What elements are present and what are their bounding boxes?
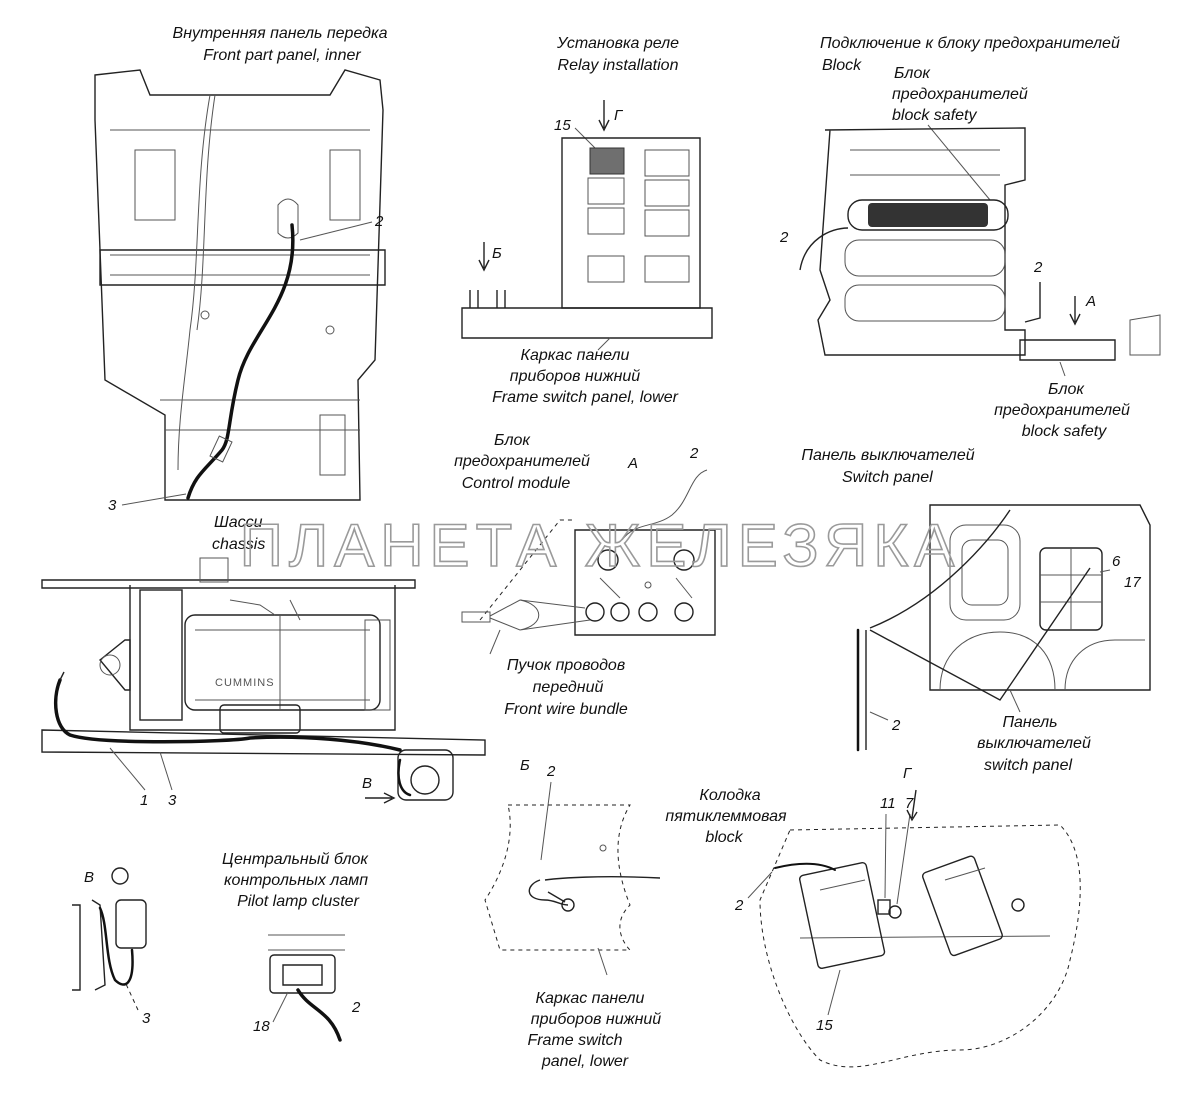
pilot-lamp-view: Центральный блок контрольных ламп Pilot … [222,851,369,1042]
relay-caption-ru: Установка реле [556,35,679,52]
control-caption-ru1: Блок [494,432,531,449]
engine-label: CUMMINS [215,677,275,689]
callout-7: 7 [905,795,914,812]
switch-panel-caption-ru: Панель выключателей [801,447,974,464]
frame-lower2-caption-en2: panel, lower [541,1053,629,1070]
pilot-caption-ru1: Центральный блок [222,851,369,868]
five-terminal-block-view: Колодка пятиклеммовая block 2 11 Г 7 15 [665,765,1081,1068]
control-module-view: Блок предохранителей Control module А 2 … [454,432,716,718]
callout-2-control: 2 [689,445,699,462]
fuse-conn-caption-ru: Подключение к блоку предохранителей [820,35,1120,52]
callout-2-fuse-a: 2 [779,229,789,246]
fuse-bottom-caption-ru2: предохранителей [994,402,1130,419]
callout-17: 17 [1124,574,1141,591]
frame-lower2-caption-en1: Frame switch [527,1032,622,1049]
fuse-bottom-caption-ru1: Блок [1048,381,1085,398]
terminal-caption-ru2: пятиклеммовая [665,808,787,825]
fuse-bottom-caption-en: block safety [1022,423,1107,440]
callout-2-terminal: 2 [734,897,744,914]
fuse-top-caption-ru2: предохранителей [892,86,1028,103]
control-caption-en: Control module [462,475,571,492]
control-caption-ru2: предохранителей [454,453,590,470]
fuse-conn-caption-en: Block [822,57,862,74]
callout-15-relay: 15 [554,117,571,134]
switch-panel2-caption-ru1: Панель [1002,714,1057,731]
callout-18: 18 [253,1018,270,1035]
view-b-relay: Б [492,245,502,262]
view-v-chassis: В [362,775,372,792]
callout-2-fuse-b: 2 [1033,259,1043,276]
switch-panel2-caption-ru2: выключателей [977,735,1091,752]
bundle-caption-ru1: Пучок проводов [507,657,625,674]
chassis-caption-en: chassis [212,536,265,553]
frame-lower-caption-ru2: приборов нижний [510,368,641,385]
chassis-view: Шасси chassis CUMMINS 1 3 В [41,514,486,809]
pilot-caption-en: Pilot lamp cluster [237,893,359,910]
callout-3-chassis: 3 [168,792,177,809]
switch-panel-caption-en: Switch panel [842,469,933,486]
view-g-terminal: Г [903,765,913,782]
view-a-fuse: А [1085,293,1096,310]
front-panel-caption-en: Front part panel, inner [203,47,361,64]
frame-lower-caption-ru1: Каркас панели [521,347,630,364]
callout-2-pilot: 2 [351,999,361,1016]
frame-lower-caption-en: Frame switch panel, lower [492,389,679,406]
terminal-caption-ru1: Колодка [699,787,760,804]
terminal-caption-en: block [705,829,743,846]
view-v-detail-label: В [84,869,94,886]
switch-panel-view: Панель выключателей Switch panel 6 17 2 … [801,447,1151,774]
pilot-caption-ru2: контрольных ламп [224,872,368,889]
callout-3-vdetail: 3 [142,1010,151,1027]
switch-panel2-caption-en: switch panel [984,757,1072,774]
fuse-top-caption-ru1: Блок [894,65,931,82]
callout-6: 6 [1112,553,1121,570]
fuse-top-caption-en: block safety [892,107,977,124]
view-g-relay: Г [614,107,624,124]
callout-1-chassis: 1 [140,792,148,809]
watermark: ПЛАНЕТА ЖЕЛЕЗЯКА [240,512,961,579]
view-b-detail-label: Б [520,757,530,774]
view-b-detail: Б 2 Каркас панели приборов нижний Frame … [484,757,662,1070]
callout-2-vbdetail: 2 [546,763,556,780]
bundle-caption-en: Front wire bundle [504,701,628,718]
fuse-block-connection-view: Подключение к блоку предохранителей Bloc… [779,35,1161,440]
relay-caption-en: Relay installation [558,57,679,74]
view-v-detail: В 3 [72,867,151,1027]
front-panel-caption-ru: Внутренняя панель передка [173,25,388,42]
callout-2-switch: 2 [891,717,901,734]
callout-3-front: 3 [108,497,117,514]
frame-lower2-caption-ru1: Каркас панели [536,990,645,1007]
chassis-caption-ru: Шасси [214,514,263,531]
callout-2-front: 2 [374,213,384,230]
bundle-caption-ru2: передний [533,679,604,696]
callout-15-terminal: 15 [816,1017,833,1034]
view-a-control: А [627,455,638,472]
front-panel-view: Внутренняя панель передка Front part pan… [94,25,388,514]
relay-installation-view: Установка реле Relay installation Г 15 Б… [461,35,713,406]
frame-lower2-caption-ru2: приборов нижний [531,1011,662,1028]
callout-11: 11 [880,795,896,812]
